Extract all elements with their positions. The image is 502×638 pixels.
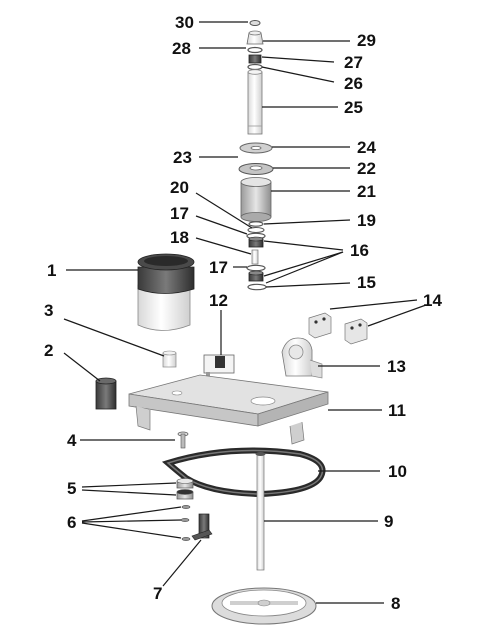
part-16-nut-lower: [248, 270, 264, 282]
label-24: 24: [357, 138, 376, 157]
part-12-switch: [203, 354, 235, 376]
part-22-large-washer: [238, 163, 274, 175]
label-18: 18: [170, 228, 189, 247]
part-14-terminals: [308, 312, 368, 345]
part-11-base-plate: [128, 374, 329, 445]
part-13-bracket: [281, 337, 323, 379]
leader-lines: [63, 21, 427, 604]
part-labels: 30 29 28 27 26 25 24 23 22 21 20 19 17 1…: [44, 13, 442, 613]
label-20: 20: [170, 178, 189, 197]
label-27: 27: [344, 53, 363, 72]
part-28-ring: [247, 46, 263, 54]
label-7: 7: [153, 584, 162, 603]
part-26-ring: [247, 63, 263, 71]
label-19: 19: [357, 211, 376, 230]
part-10-belt: [161, 447, 326, 498]
label-15: 15: [357, 273, 376, 292]
label-28: 28: [172, 39, 191, 58]
part-5-bearings: [176, 478, 194, 500]
label-5: 5: [67, 479, 76, 498]
label-17-upper: 17: [170, 204, 189, 223]
label-29: 29: [357, 31, 376, 50]
part-21-cylinder: [240, 177, 272, 222]
label-17-lower: 17: [209, 258, 228, 277]
label-25: 25: [344, 98, 363, 117]
part-19-20-rings: [247, 221, 265, 234]
part-8-wheel: [211, 587, 317, 625]
label-13: 13: [387, 357, 406, 376]
label-11: 11: [388, 401, 406, 420]
part-4-screw: [177, 431, 189, 449]
label-1: 1: [47, 261, 56, 280]
label-12: 12: [209, 291, 228, 310]
label-30: 30: [175, 13, 194, 32]
part-3-small-cylinder: [162, 350, 177, 368]
part-7-bracket: [191, 513, 213, 541]
label-10: 10: [388, 462, 407, 481]
part-18-pin: [251, 249, 259, 265]
label-8: 8: [391, 594, 400, 613]
label-2: 2: [44, 341, 53, 360]
part-2-dark-cylinder: [95, 377, 117, 410]
label-22: 22: [357, 159, 376, 178]
part-17-ring-lower: [246, 264, 266, 272]
label-6: 6: [67, 513, 76, 532]
part-25-tube: [247, 69, 263, 135]
label-14: 14: [423, 291, 442, 310]
part-9-shaft: [255, 452, 266, 571]
label-4: 4: [67, 431, 77, 450]
part-30-small-ring: [249, 20, 261, 26]
label-26: 26: [344, 74, 363, 93]
label-23: 23: [173, 148, 192, 167]
label-16: 16: [350, 241, 369, 260]
label-9: 9: [384, 512, 393, 531]
part-24-washer: [239, 142, 273, 154]
part-15-ring: [247, 283, 267, 291]
part-27-dark-nut: [248, 54, 262, 64]
part-6-small-rings: [180, 505, 191, 541]
part-1-container: [137, 253, 195, 331]
part-29-cap: [246, 30, 264, 45]
label-3: 3: [44, 301, 53, 320]
part-16-nut-upper: [248, 236, 264, 248]
label-21: 21: [357, 182, 376, 201]
